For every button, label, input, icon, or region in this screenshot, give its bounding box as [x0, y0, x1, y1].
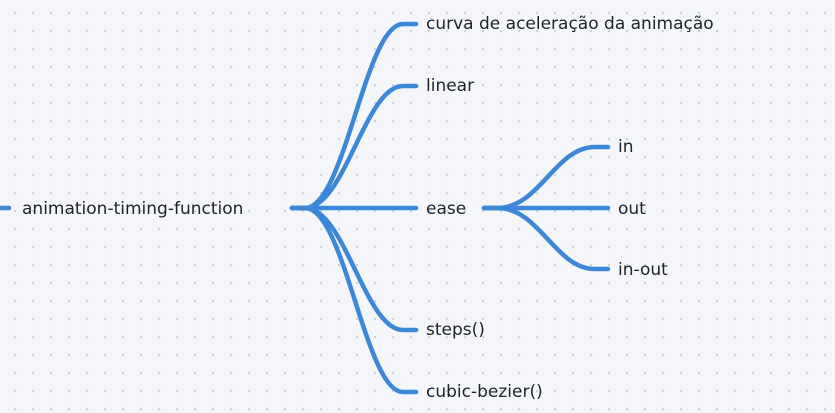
- connector-root-to-linear: [289, 83, 419, 211]
- node-steps-label[interactable]: steps(): [426, 320, 485, 340]
- node-out-label[interactable]: out: [618, 199, 646, 219]
- node-ease-label[interactable]: ease: [426, 199, 467, 219]
- node-cubic-bezier-label[interactable]: cubic-bezier(): [426, 382, 543, 402]
- connector-ease-to-in-out: [481, 205, 611, 272]
- connector-ease-to-in: [481, 144, 611, 211]
- node-in-out-label[interactable]: in-out: [618, 260, 668, 280]
- connector-root-to-cubic-bezier: [289, 205, 419, 395]
- node-linear-label[interactable]: linear: [426, 76, 475, 96]
- root-node-label[interactable]: animation-timing-function: [22, 199, 244, 219]
- connector-root-to-steps: [289, 205, 419, 333]
- node-in-label[interactable]: in: [618, 137, 634, 157]
- connector-root-to-curva: [289, 21, 419, 211]
- node-curva-label[interactable]: curva de aceleração da animação: [426, 14, 714, 34]
